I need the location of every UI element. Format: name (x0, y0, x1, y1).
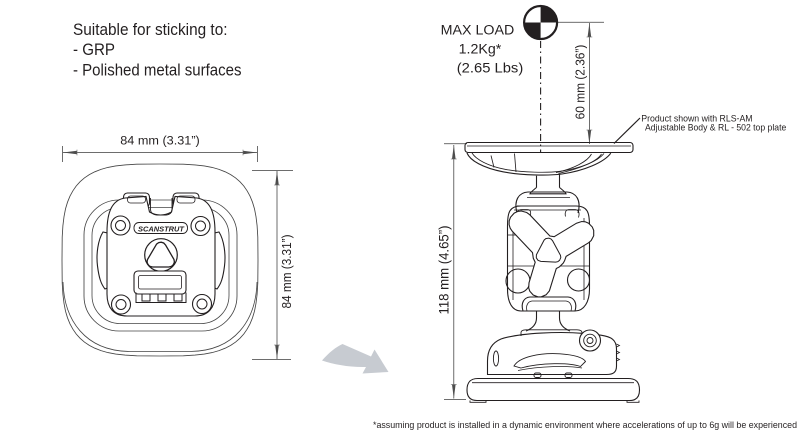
svg-text:118 mm (4.65”): 118 mm (4.65”) (435, 226, 451, 315)
svg-text:84 mm (3.31”): 84 mm (3.31”) (280, 235, 294, 309)
svg-text:Product shown with RLS-AM: Product shown with RLS-AM (641, 113, 752, 123)
svg-text:*assuming product is installed: *assuming product is installed in a dyna… (373, 420, 797, 431)
svg-text:Suitable for sticking to:: Suitable for sticking to: (73, 20, 228, 39)
svg-text:(2.65 Lbs): (2.65 Lbs) (457, 61, 524, 77)
svg-text:- GRP: - GRP (73, 40, 115, 59)
svg-text:Adjustable Body & RL - 502 top: Adjustable Body & RL - 502 top plate (645, 122, 786, 132)
svg-text:- Polished metal surfaces: - Polished metal surfaces (73, 60, 242, 79)
svg-text:60 mm (2.36”): 60 mm (2.36”) (573, 45, 588, 120)
svg-text:MAX LOAD: MAX LOAD (441, 23, 515, 39)
svg-text:SCANSTRUT: SCANSTRUT (138, 225, 185, 234)
svg-text:84 mm (3.31”): 84 mm (3.31”) (120, 134, 200, 148)
svg-text:1.2Kg*: 1.2Kg* (459, 42, 502, 58)
